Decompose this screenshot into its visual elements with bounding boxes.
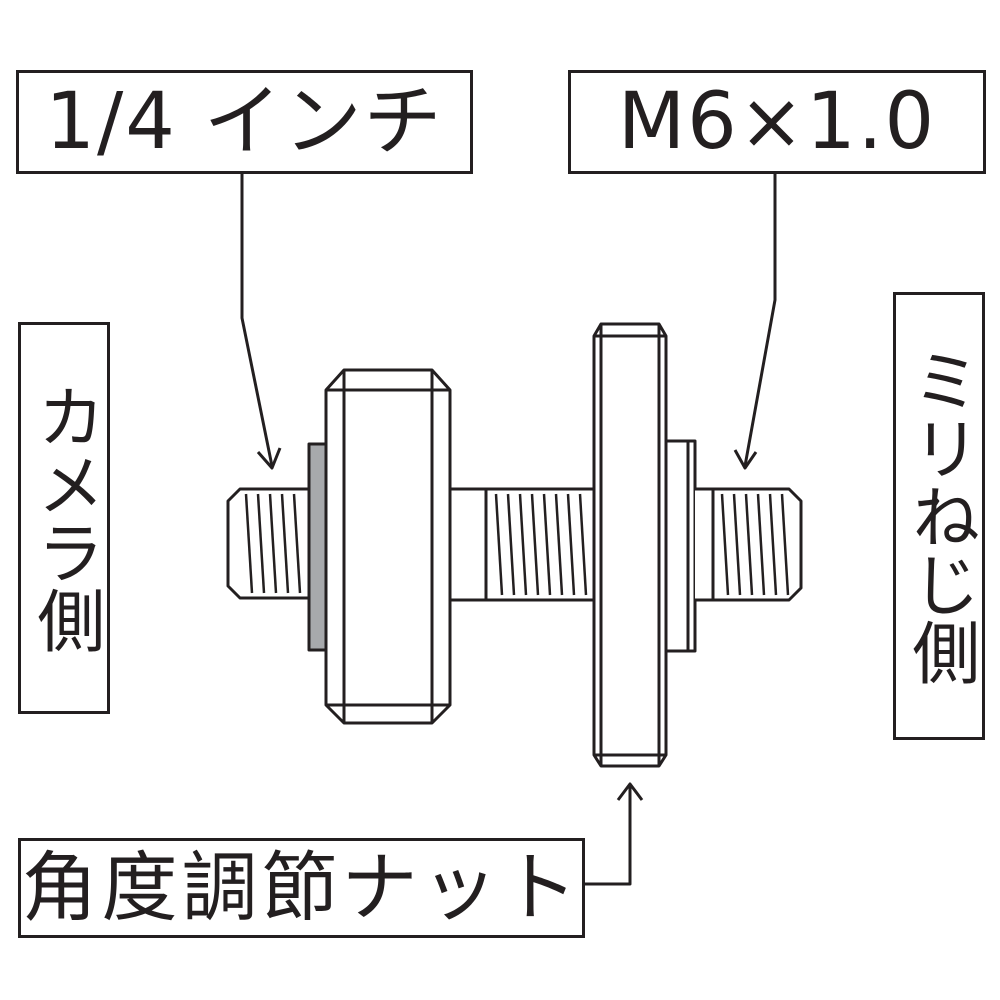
inch-leader-arrow bbox=[240, 174, 282, 470]
inch-thread-label: 1/4 インチ bbox=[16, 70, 473, 174]
center-shaft bbox=[448, 487, 596, 602]
inch-thread-stud bbox=[226, 487, 312, 600]
camera-side-knob bbox=[324, 368, 452, 725]
nut-leader-arrow bbox=[585, 782, 644, 886]
metric-side-label: ミリねじ側 bbox=[893, 292, 985, 740]
metric-leader-arrow bbox=[733, 174, 777, 470]
camera-side-text: カメラ側 bbox=[24, 382, 104, 654]
collar bbox=[664, 439, 697, 653]
metric-thread-text: M6×1.0 bbox=[617, 77, 937, 167]
inch-thread-text: 1/4 インチ bbox=[45, 77, 444, 167]
metric-side-text: ミリねじ側 bbox=[899, 346, 979, 686]
metric-thread-label: M6×1.0 bbox=[568, 70, 986, 174]
washer bbox=[307, 442, 328, 652]
angle-nut-label: 角度調節ナット bbox=[18, 838, 585, 938]
metric-thread-stud bbox=[695, 487, 803, 602]
angle-nut-text: 角度調節ナット bbox=[21, 843, 582, 932]
angle-adjust-nut-shape bbox=[592, 322, 668, 768]
camera-side-label: カメラ側 bbox=[18, 322, 110, 714]
